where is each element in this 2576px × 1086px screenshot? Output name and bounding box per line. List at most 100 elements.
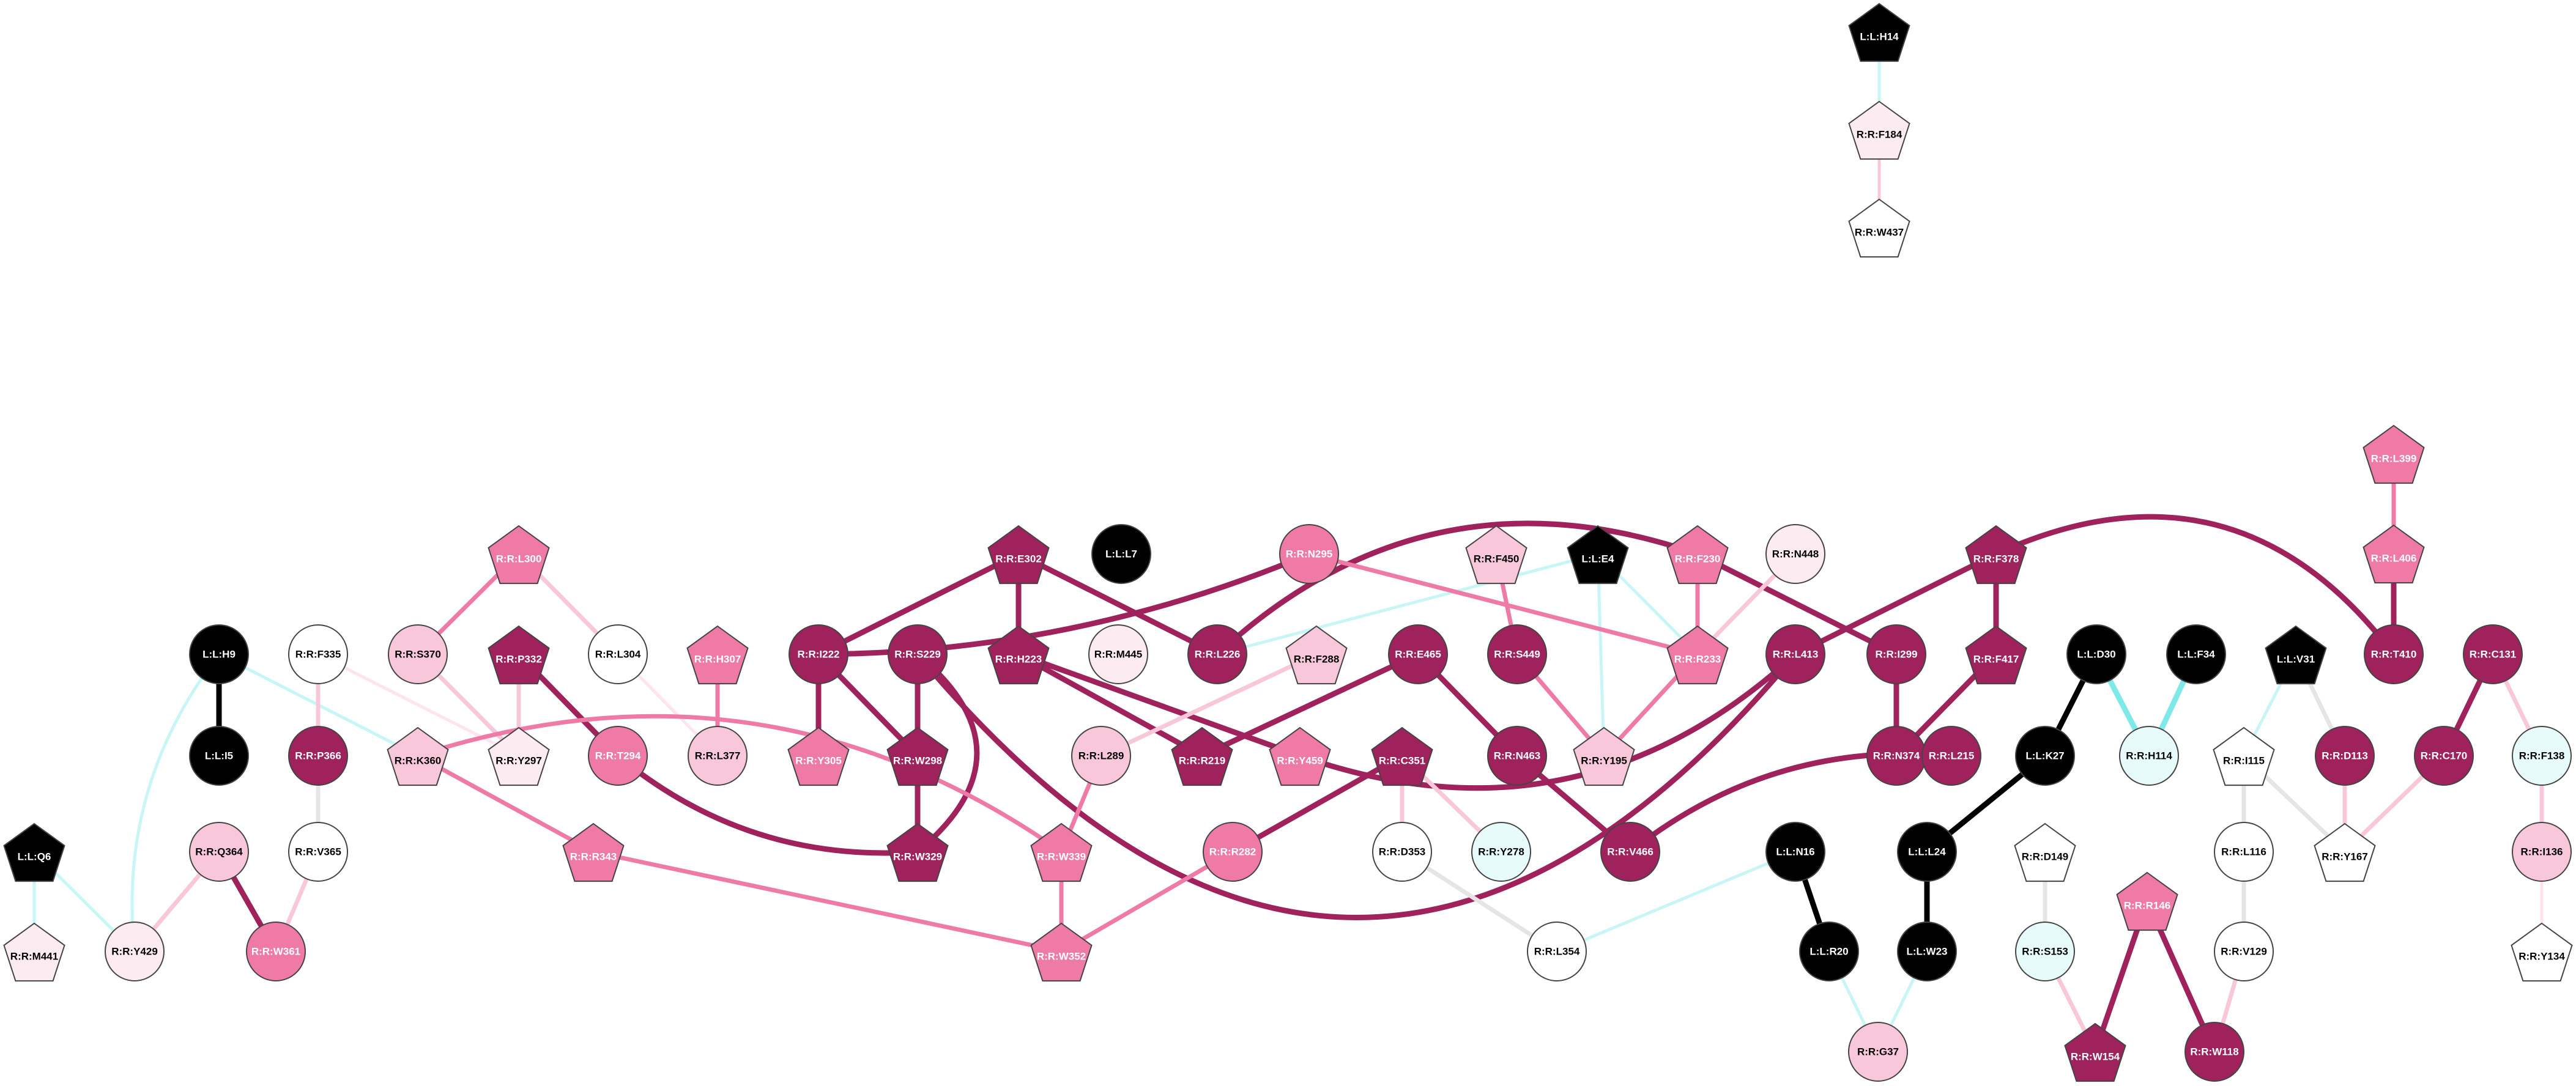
circle-node-shape — [2315, 726, 2375, 786]
pentagon-node-shape — [488, 525, 550, 585]
node-l-l-l24: L:L:L24 — [1897, 822, 1957, 882]
node-label: R:R:W339 — [1037, 851, 1086, 863]
node-r-r-w329: R:R:W329 — [886, 822, 949, 882]
node-r-r-i115: R:R:I115 — [2213, 726, 2275, 786]
circle-node-shape — [388, 624, 448, 684]
node-label: L:L:F34 — [2177, 649, 2215, 660]
edge-r-r-f378-to-r-r-t410 — [1993, 514, 2397, 657]
circle-node-shape — [1527, 922, 1587, 981]
node-r-r-n295: R:R:N295 — [1279, 524, 1339, 584]
circle-node-shape — [189, 624, 249, 684]
node-label: L:L:H9 — [202, 649, 236, 660]
node-label: R:R:D149 — [2022, 851, 2069, 863]
node-l-l-h9: L:L:H9 — [189, 624, 249, 684]
node-label: R:R:H114 — [2126, 750, 2172, 762]
circle-node-shape — [2463, 624, 2523, 684]
node-label: R:R:T410 — [2371, 649, 2417, 660]
node-label: R:R:L406 — [2371, 553, 2417, 564]
circle-node-shape — [588, 624, 648, 684]
node-label: R:R:P366 — [295, 750, 341, 762]
circle-node-shape — [1372, 822, 1432, 882]
circle-node-shape — [189, 822, 249, 882]
node-r-r-r343: R:R:R343 — [562, 822, 625, 882]
node-label: R:R:S449 — [1494, 649, 1540, 660]
node-label: R:R:N448 — [1772, 549, 1819, 560]
node-r-r-f230: R:R:F230 — [1666, 525, 1729, 585]
pentagon-node-shape — [488, 726, 550, 786]
circle-node-shape — [1897, 922, 1957, 981]
circle-node-shape — [189, 726, 249, 786]
pentagon-node-shape — [1848, 198, 1910, 258]
node-r-r-c170: R:R:C170 — [2414, 726, 2474, 786]
node-r-r-t294: R:R:T294 — [588, 726, 648, 786]
circle-node-shape — [288, 726, 348, 786]
node-r-r-d353: R:R:D353 — [1372, 822, 1432, 882]
circle-node-shape — [2512, 726, 2572, 786]
edge-r-r-h223-to-r-r-r219 — [1015, 651, 1205, 759]
node-label: R:R:D353 — [1379, 846, 1426, 858]
circle-node-shape — [1471, 822, 1531, 882]
node-r-r-f417: R:R:F417 — [1965, 625, 2027, 685]
edge-r-r-f378-to-r-r-l413 — [1792, 551, 1999, 657]
node-r-r-s370: R:R:S370 — [388, 624, 448, 684]
node-label: R:R:N295 — [1286, 549, 1333, 560]
node-label: L:L:L24 — [1908, 846, 1946, 858]
node-r-r-y459: R:R:Y459 — [1269, 726, 1331, 786]
node-r-r-e465: R:R:E465 — [1388, 624, 1448, 684]
node-l-l-l7: L:L:L7 — [1091, 524, 1151, 584]
node-label: R:R:I136 — [2521, 846, 2563, 858]
node-r-r-h223: R:R:H223 — [987, 625, 1050, 685]
node-r-r-l399: R:R:L399 — [2363, 424, 2425, 484]
edge-r-r-k360-to-r-r-r343 — [415, 753, 596, 854]
node-label: R:R:Y305 — [795, 755, 842, 767]
pentagon-node-shape — [2265, 625, 2327, 685]
circle-node-shape — [1388, 624, 1448, 684]
node-label: R:R:W329 — [893, 851, 942, 863]
node-label: R:R:S370 — [395, 649, 441, 660]
node-label: R:R:F417 — [1973, 654, 2019, 665]
node-label: R:R:L289 — [1078, 750, 1124, 762]
node-label: R:R:C131 — [2470, 649, 2517, 660]
node-label: R:R:W298 — [893, 755, 942, 767]
node-r-r-g37: R:R:G37 — [1848, 1022, 1908, 1082]
node-label: R:R:Y278 — [1478, 846, 1524, 858]
node-label: R:R:T294 — [595, 750, 641, 762]
node-r-r-l377: R:R:L377 — [688, 726, 748, 786]
circle-node-shape — [789, 624, 848, 684]
node-r-r-f184: R:R:F184 — [1848, 100, 1910, 160]
circle-node-shape — [2166, 624, 2226, 684]
node-l-l-i5: L:L:I5 — [189, 726, 249, 786]
node-r-r-v129: R:R:V129 — [2214, 922, 2274, 981]
node-r-r-w154: R:R:W154 — [2064, 1022, 2126, 1082]
circle-node-shape — [1203, 822, 1263, 882]
node-r-r-l413: R:R:L413 — [1765, 624, 1825, 684]
edge-r-r-e465-to-r-r-r219 — [1199, 651, 1421, 759]
circle-node-shape — [2214, 922, 2274, 981]
node-r-r-f378: R:R:F378 — [1965, 525, 2027, 585]
pentagon-node-shape — [1848, 100, 1910, 160]
node-r-r-n448: R:R:N448 — [1765, 524, 1825, 584]
node-r-r-l116: R:R:L116 — [2214, 822, 2274, 882]
node-label: R:R:P332 — [496, 654, 542, 665]
node-label: R:R:L215 — [1929, 750, 1975, 762]
node-label: R:R:L377 — [695, 750, 741, 762]
circle-node-shape — [888, 624, 948, 684]
node-label: R:R:L304 — [595, 649, 641, 660]
node-label: L:L:N16 — [1776, 846, 1814, 858]
edge-l-l-n16-to-r-r-l354 — [1555, 850, 1797, 953]
pentagon-node-shape — [387, 726, 449, 786]
circle-node-shape — [246, 922, 306, 981]
node-r-r-i299: R:R:I299 — [1866, 624, 1926, 684]
edge-r-r-e302-to-r-r-l226 — [1015, 551, 1220, 657]
node-label: L:L:L7 — [1105, 549, 1137, 560]
node-label: R:R:Y195 — [1581, 755, 1627, 767]
pentagon-node-shape — [2363, 524, 2425, 584]
node-label: L:L:E4 — [1582, 553, 1614, 565]
pentagon-node-shape — [1848, 2, 1910, 62]
node-r-r-l215: R:R:L215 — [1921, 726, 1981, 786]
pentagon-node-shape — [787, 726, 850, 786]
node-l-l-d30: L:L:D30 — [2066, 624, 2126, 684]
node-label: L:L:H14 — [1860, 31, 1899, 43]
node-r-r-c131: R:R:C131 — [2463, 624, 2523, 684]
